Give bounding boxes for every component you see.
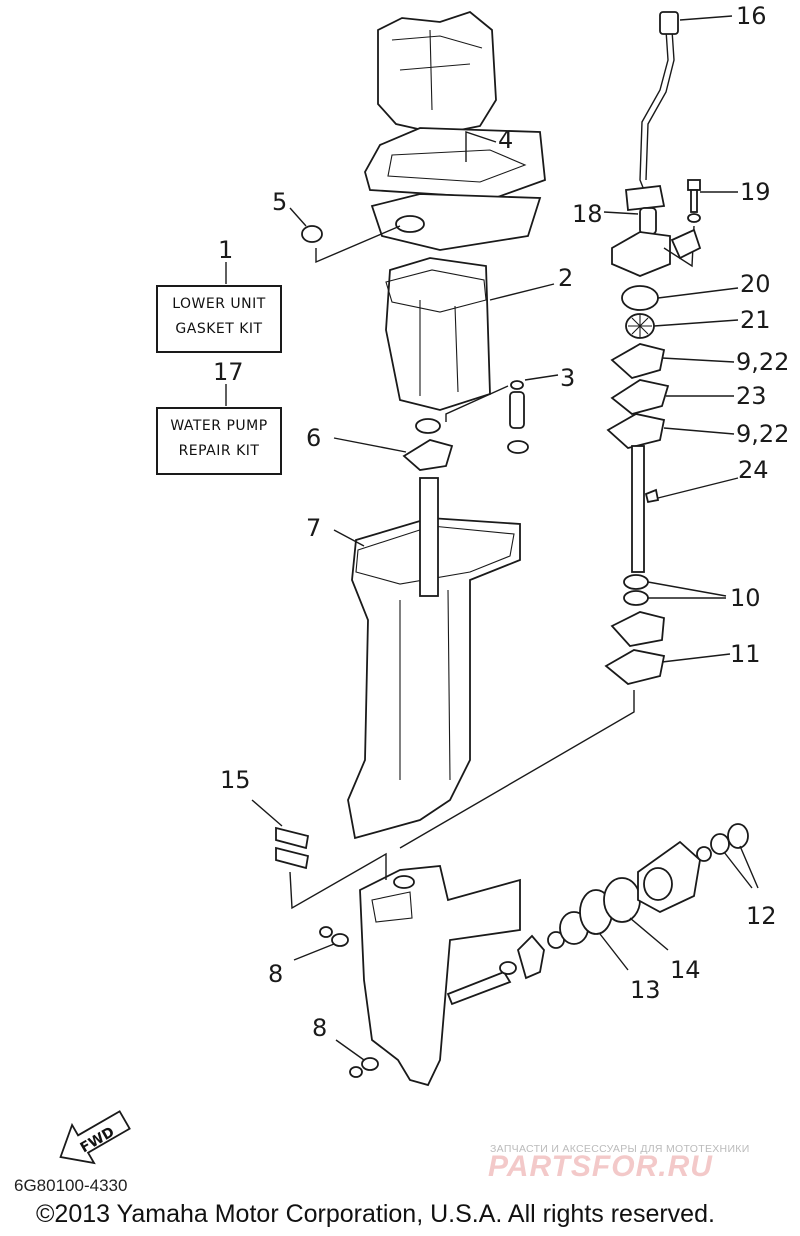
callout-8-lower: 8 bbox=[312, 1014, 327, 1042]
callout-7: 7 bbox=[306, 514, 321, 542]
adapter-bore bbox=[395, 215, 425, 233]
callout-11: 11 bbox=[730, 640, 761, 668]
seal-10a bbox=[623, 574, 649, 590]
grommet-5 bbox=[301, 225, 323, 243]
callout-8-upper: 8 bbox=[268, 960, 283, 988]
powerhead-gasket bbox=[364, 127, 546, 199]
screw-8-lower bbox=[349, 1057, 379, 1078]
seal-housing bbox=[610, 611, 665, 647]
callout-13: 13 bbox=[630, 976, 661, 1004]
bolt-19 bbox=[687, 179, 701, 223]
kit-17-line2: REPAIR KIT bbox=[178, 443, 260, 459]
impeller-21 bbox=[625, 313, 655, 339]
outer-plate-23 bbox=[610, 379, 670, 415]
callout-5: 5 bbox=[272, 188, 287, 216]
callout-10: 10 bbox=[730, 584, 761, 612]
callout-14: 14 bbox=[670, 956, 701, 984]
callout-15: 15 bbox=[220, 766, 251, 794]
callout-23: 23 bbox=[736, 382, 767, 410]
gasket-9-22-lower bbox=[606, 413, 666, 449]
water-pump-repair-kit-box: WATER PUMP REPAIR KIT bbox=[156, 407, 282, 475]
bracket-plate bbox=[670, 228, 702, 260]
anode-15 bbox=[275, 826, 310, 870]
drive-shaft-housing bbox=[347, 477, 521, 840]
callout-16: 16 bbox=[736, 2, 767, 30]
callout-20: 20 bbox=[740, 270, 771, 298]
adapter-plate bbox=[370, 193, 542, 251]
watermark-subtitle: ЗАПЧАСТИ И АКСЕССУАРЫ ДЛЯ МОТОТЕХНИКИ bbox=[490, 1143, 750, 1155]
callout-9-22-lower: 9,22 bbox=[736, 420, 789, 448]
callout-9-22-upper: 9,22 bbox=[736, 348, 789, 376]
kit-17-number: 17 bbox=[213, 358, 244, 386]
pump-housing-upper bbox=[611, 185, 671, 277]
gasket-11 bbox=[604, 649, 666, 685]
callout-2: 2 bbox=[558, 264, 573, 292]
drive-shaft bbox=[631, 445, 645, 573]
seal-10b bbox=[623, 590, 649, 606]
fwd-arrow-icon bbox=[59, 1110, 131, 1165]
callout-4: 4 bbox=[498, 126, 513, 154]
callout-12: 12 bbox=[746, 902, 777, 930]
insert-cartridge-20 bbox=[621, 285, 659, 311]
gasket-9-22-upper bbox=[610, 343, 666, 380]
callout-18: 18 bbox=[572, 200, 603, 228]
screw-8-upper bbox=[319, 926, 349, 947]
propeller-shaft-assembly bbox=[446, 823, 749, 1006]
kit-1-line2: GASKET KIT bbox=[175, 321, 263, 337]
kit-1-line1: LOWER UNIT bbox=[172, 296, 266, 312]
key-24 bbox=[644, 488, 660, 504]
water-tube-16 bbox=[639, 11, 679, 191]
pin-3 bbox=[507, 380, 529, 454]
part-code: 6G80100-4330 bbox=[14, 1176, 128, 1195]
copyright-notice: ©2013 Yamaha Motor Corporation, U.S.A. A… bbox=[36, 1200, 715, 1228]
kit-1-number: 1 bbox=[218, 236, 234, 264]
gear-case bbox=[359, 865, 521, 1087]
callout-6: 6 bbox=[306, 424, 321, 452]
callout-19: 19 bbox=[740, 178, 771, 206]
callout-3: 3 bbox=[560, 364, 575, 392]
lower-unit-gasket-kit-box: LOWER UNIT GASKET KIT bbox=[156, 285, 282, 353]
callout-24: 24 bbox=[738, 456, 769, 484]
watermark-brand: PARTSFOR.RU bbox=[488, 1150, 713, 1183]
gasket-6 bbox=[402, 439, 454, 471]
powerhead-part bbox=[377, 10, 497, 135]
kit-17-line1: WATER PUMP bbox=[170, 418, 268, 434]
upper-casing bbox=[385, 257, 491, 411]
callout-21: 21 bbox=[740, 306, 771, 334]
